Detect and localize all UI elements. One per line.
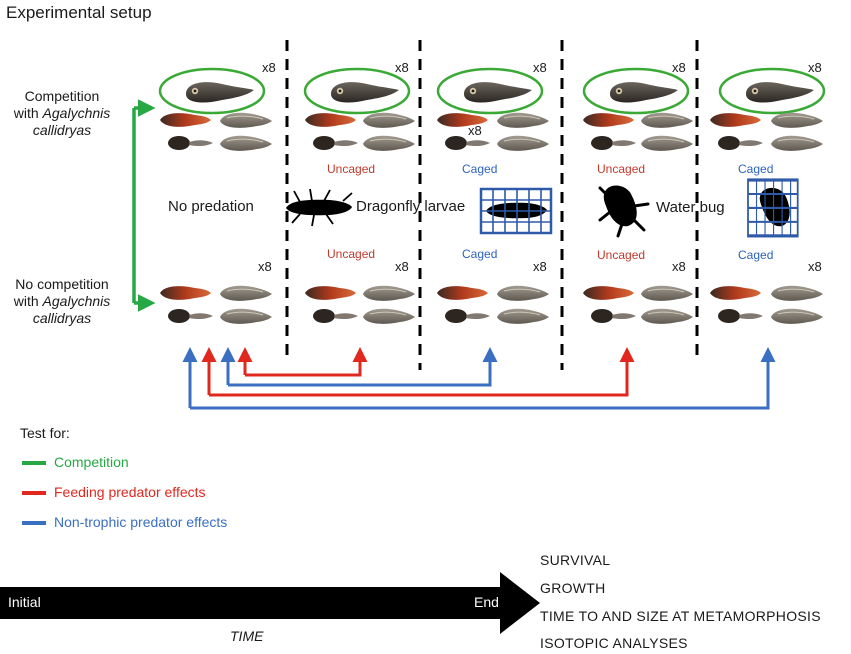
big-tadpole-4	[610, 82, 678, 103]
outcome-isotopic: ISOTOPIC ANALYSES	[540, 635, 688, 651]
waterbug-label: Water bug	[656, 199, 725, 216]
agalychnis-tadpoles	[158, 67, 826, 115]
uncaged-label: Uncaged	[597, 162, 646, 176]
bottom-row-tadpoles	[160, 285, 824, 325]
green-ellipse-3	[436, 67, 544, 115]
caged-label: Caged	[462, 162, 498, 176]
replicate-label: x8	[468, 123, 482, 138]
legend-item-competition: Competition	[54, 454, 129, 470]
legend-item-feeding: Feeding predator effects	[54, 484, 206, 500]
replicate-label: x8	[672, 259, 686, 274]
row-label-competition: Competition with Agalychnis callidryas	[13, 88, 111, 138]
legend-item-nontrophic: Non-trophic predator effects	[54, 514, 228, 530]
time-arrow	[0, 572, 540, 634]
replicate-label: x8	[533, 60, 547, 75]
waterbug-icon	[598, 185, 650, 238]
green-ellipse-1	[158, 67, 266, 115]
time-axis-label: TIME	[230, 628, 264, 644]
diagram-title: Experimental setup	[6, 3, 152, 22]
waterbug-in-cage-icon	[746, 178, 800, 238]
nontrophic-effect-arrows	[182, 347, 776, 410]
legend-title: Test for:	[20, 425, 70, 441]
competition-bracket	[132, 99, 156, 312]
green-ellipse-4	[582, 67, 690, 115]
no-predation-label: No predation	[168, 198, 254, 215]
uncaged-label: Uncaged	[597, 248, 646, 262]
dragonfly-label: Dragonfly larvae	[356, 198, 466, 215]
green-ellipse-2	[303, 67, 411, 115]
timeline-start-label: Initial	[8, 594, 41, 610]
caged-label: Caged	[738, 248, 774, 262]
replicate-label: x8	[672, 60, 686, 75]
green-ellipse-5	[718, 67, 826, 115]
feeding-effect-arrows	[201, 347, 635, 397]
uncaged-label: Uncaged	[327, 162, 376, 176]
replicate-label: x8	[533, 259, 547, 274]
replicate-label: x8	[808, 259, 822, 274]
replicate-label: x8	[258, 259, 272, 274]
outcome-metamorphosis: TIME TO AND SIZE AT METAMORPHOSIS	[540, 608, 821, 624]
dragonfly-larva-icon	[286, 188, 353, 227]
row-label-no-competition: No competition with Agalychnis callidrya…	[13, 276, 111, 326]
timeline-end-label: End	[474, 594, 499, 610]
big-tadpole-5	[746, 82, 814, 103]
big-tadpole-1	[186, 82, 254, 103]
replicate-label: x8	[808, 60, 822, 75]
outcome-growth: GROWTH	[540, 580, 606, 596]
column-dividers	[285, 40, 699, 370]
replicate-label: x8	[262, 60, 276, 75]
big-tadpole-3	[464, 82, 532, 103]
dragonfly-in-cage-icon	[479, 187, 553, 235]
replicate-label: x8	[395, 60, 409, 75]
top-row-tadpoles	[160, 112, 824, 152]
caged-label: Caged	[738, 162, 774, 176]
replicate-label: x8	[395, 259, 409, 274]
uncaged-label: Uncaged	[327, 247, 376, 261]
outcome-survival: SURVIVAL	[540, 552, 611, 568]
legend-swatches	[22, 461, 46, 525]
caged-label: Caged	[462, 247, 498, 261]
big-tadpole-2	[331, 82, 399, 103]
